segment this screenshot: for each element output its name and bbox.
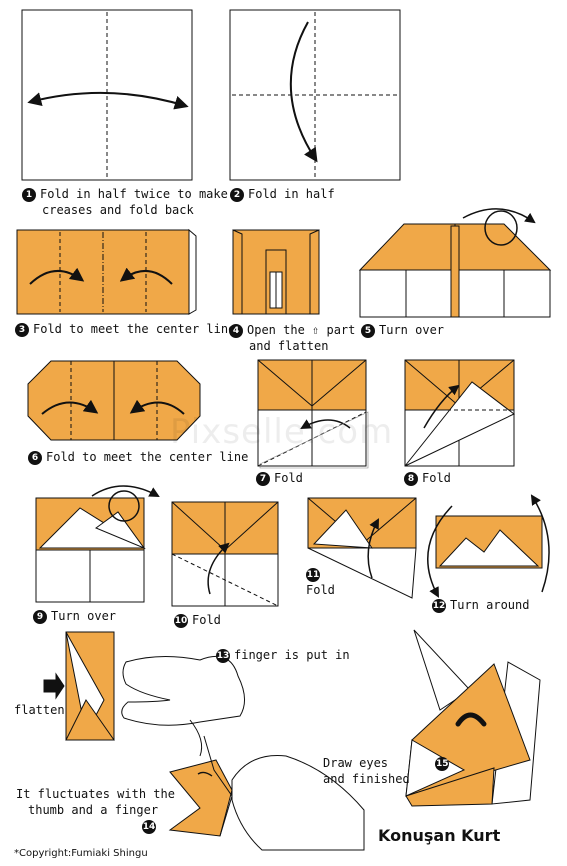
step-4-number: 4 <box>229 323 243 338</box>
flatten-label: flatten <box>14 703 65 717</box>
step-12-caption: 12 Turn around <box>432 597 529 613</box>
step-5-figure <box>358 208 552 318</box>
step-3-caption: 3 Fold to meet the center line <box>15 321 235 337</box>
step-13-caption: 13 finger is put in <box>216 647 350 663</box>
watermark: Pixselle.com <box>170 412 394 452</box>
step-3-figure <box>16 228 197 315</box>
step-7-caption: 7 Fold <box>256 470 303 486</box>
step-8-number: 8 <box>404 471 418 486</box>
step-10-text: Fold <box>192 613 221 627</box>
step-4-text: Open the ⇧ part <box>247 323 356 337</box>
step-7-text: Fold <box>274 471 303 485</box>
step-2-caption: 2 Fold in half <box>230 186 335 202</box>
step-4-figure <box>232 229 320 315</box>
step-1-caption: 1 Fold in half twice to make creases and … <box>22 186 228 218</box>
step-14-text-line2: thumb and a finger <box>28 803 159 817</box>
step-13-text: finger is put in <box>234 648 350 662</box>
step-8-caption: 8 Fold <box>404 470 451 486</box>
step-11-figure <box>307 497 417 599</box>
step-10-number: 10 <box>174 613 188 628</box>
step-1-text: Fold in half twice to make <box>40 187 228 201</box>
step-14-text: It fluctuates with the <box>16 787 175 801</box>
step-14-caption: It fluctuates with the thumb and a finge… <box>16 786 175 818</box>
step-14-figure <box>168 735 365 851</box>
step-11-number: 11 <box>306 567 320 582</box>
step-11-text: Fold <box>306 583 335 597</box>
step-4-caption: 4 Open the ⇧ part and flatten <box>229 322 355 354</box>
step-9-number: 9 <box>33 609 47 624</box>
step-1-text-line2: creases and fold back <box>42 203 194 217</box>
step-10-caption: 10 Fold <box>174 612 221 628</box>
step-12-text: Turn around <box>450 598 530 612</box>
step-14-number-wrap: 14 <box>142 818 160 834</box>
step-9-figure <box>35 485 160 603</box>
step-2-number: 2 <box>230 187 244 202</box>
step-1-number: 1 <box>22 187 36 202</box>
step-5-text: Turn over <box>379 323 445 337</box>
step-6-figure <box>27 360 201 441</box>
step-12-figure <box>427 494 550 598</box>
step-6-text: Fold to meet the center line <box>46 450 249 464</box>
step-6-caption: 6 Fold to meet the center line <box>28 449 248 465</box>
step-15-text: Draw eyes <box>323 756 389 770</box>
step-1-figure <box>21 9 193 181</box>
step-4-text-line2: and flatten <box>249 339 329 353</box>
step-15-caption: Draw eyes 15 and finished <box>323 755 453 787</box>
step-12-number: 12 <box>432 598 446 613</box>
step-13-figure <box>43 631 245 757</box>
step-5-number: 5 <box>361 323 375 338</box>
step-9-caption: 9 Turn over <box>33 608 116 624</box>
diagram-title: Konuşan Kurt <box>378 826 501 845</box>
step-10-figure <box>171 501 279 607</box>
step-6-number: 6 <box>28 450 42 465</box>
step-8-text: Fold <box>422 471 451 485</box>
step-3-number: 3 <box>15 322 29 337</box>
step-2-figure <box>229 9 401 181</box>
step-15-text-line2: and finished <box>323 772 410 786</box>
step-3-text: Fold to meet the center line <box>33 322 236 336</box>
copyright: *Copyright:Fumiaki Shingu <box>14 848 148 859</box>
step-7-number: 7 <box>256 471 270 486</box>
step-15-number: 15 <box>435 756 450 771</box>
step-13-number: 13 <box>216 648 230 663</box>
step-14-number: 14 <box>142 819 156 834</box>
step-9-text: Turn over <box>51 609 117 623</box>
step-2-text: Fold in half <box>248 187 335 201</box>
step-7-figure <box>257 359 369 469</box>
step-11-caption: 11 Fold <box>306 566 335 598</box>
step-8-figure <box>404 359 515 467</box>
step-5-caption: 5 Turn over <box>361 322 444 338</box>
